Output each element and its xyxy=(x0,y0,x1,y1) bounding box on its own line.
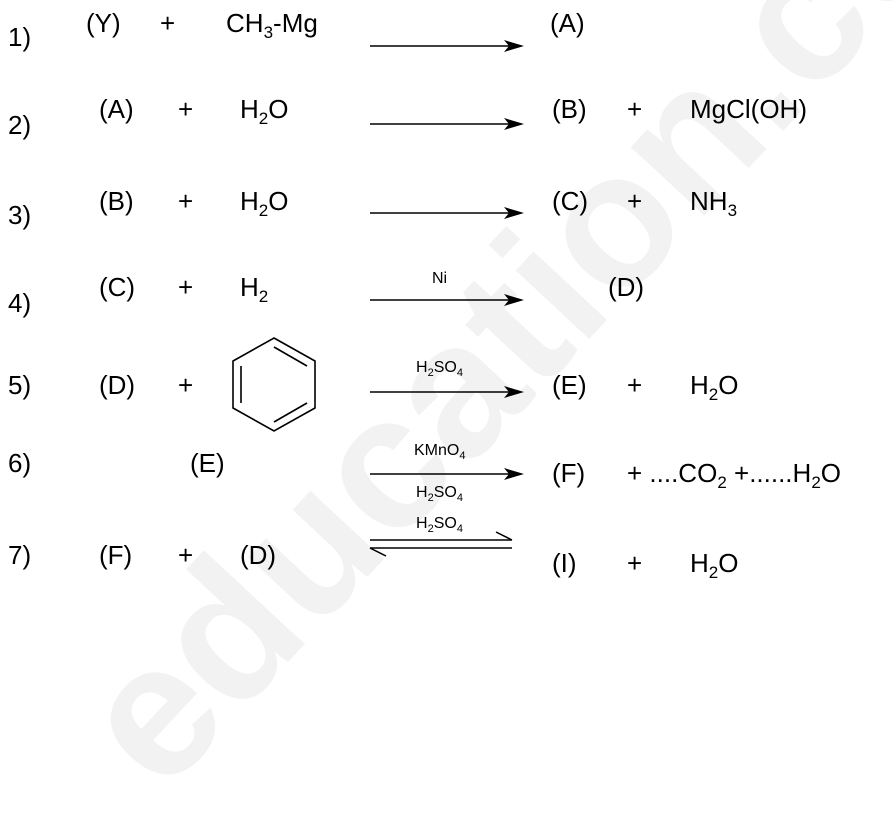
reaction-4-product-1: (D) xyxy=(608,272,645,302)
reaction-2-product-1: (B) xyxy=(552,94,587,124)
reaction-1-plus: + xyxy=(160,8,176,38)
reaction-5-reactant-1: (D) xyxy=(99,370,136,400)
reaction-2-product-2: MgCl(OH) xyxy=(690,94,807,124)
reaction-6-oxidant: KMnO4 xyxy=(414,442,466,462)
reaction-3-plus-2: + xyxy=(627,186,643,216)
reaction-2-reactant-1: (A) xyxy=(99,94,134,124)
reaction-6-products-rest: + ....CO2 +......H2O xyxy=(627,458,842,492)
reaction-5-product-1: (E) xyxy=(552,370,587,400)
reaction-3-number: 3) xyxy=(8,200,32,230)
reaction-1-reactant-2: CH3-Mg xyxy=(226,8,318,42)
reaction-1-reactant-1: (Y) xyxy=(86,8,121,38)
reaction-5-plus-2: + xyxy=(627,370,643,400)
reaction-7-number: 7) xyxy=(8,540,32,570)
reaction-6-number: 6) xyxy=(8,448,32,478)
reaction-7-catalyst: H2SO4 xyxy=(416,515,463,535)
reaction-3-product-1: (C) xyxy=(552,186,589,216)
reaction-2-plus: + xyxy=(178,94,194,124)
benzene-ring-icon xyxy=(232,337,316,432)
reaction-3-reactant-1: (B) xyxy=(99,186,134,216)
reaction-7-product-1: (I) xyxy=(552,548,577,578)
reaction-7-reactant-2: (D) xyxy=(240,540,277,570)
reaction-4-reactant-2: H2 xyxy=(240,272,269,306)
reaction-2-reactant-2: H2O xyxy=(240,94,289,128)
reaction-arrows xyxy=(232,40,524,557)
reaction-6-product-1: (F) xyxy=(552,458,586,488)
reaction-1-product-1: (A) xyxy=(550,8,585,38)
reaction-6-reactant-1: (E) xyxy=(190,448,225,478)
reaction-3-plus: + xyxy=(178,186,194,216)
reaction-3-product-2: NH3 xyxy=(690,186,738,220)
reaction-4-plus: + xyxy=(178,272,194,302)
reaction-5-catalyst: H2SO4 xyxy=(416,359,463,379)
reaction-5-plus: + xyxy=(178,370,194,400)
reaction-2-number: 2) xyxy=(8,110,32,140)
reaction-3-reactant-2: H2O xyxy=(240,186,289,220)
reaction-2-plus-2: + xyxy=(627,94,643,124)
reaction-4-reactant-1: (C) xyxy=(99,272,136,302)
reaction-6-acid: H2SO4 xyxy=(416,484,463,504)
reaction-7-plus-2: + xyxy=(627,548,643,578)
reaction-7-product-2: H2O xyxy=(690,548,739,582)
reaction-7-plus: + xyxy=(178,540,194,570)
reaction-4-catalyst: Ni xyxy=(432,270,448,287)
reaction-1-number: 1) xyxy=(8,22,32,52)
reaction-5-product-2: H2O xyxy=(690,370,739,404)
reaction-4-number: 4) xyxy=(8,288,32,318)
reaction-7-reactant-1: (F) xyxy=(99,540,133,570)
reaction-5-number: 5) xyxy=(8,370,32,400)
